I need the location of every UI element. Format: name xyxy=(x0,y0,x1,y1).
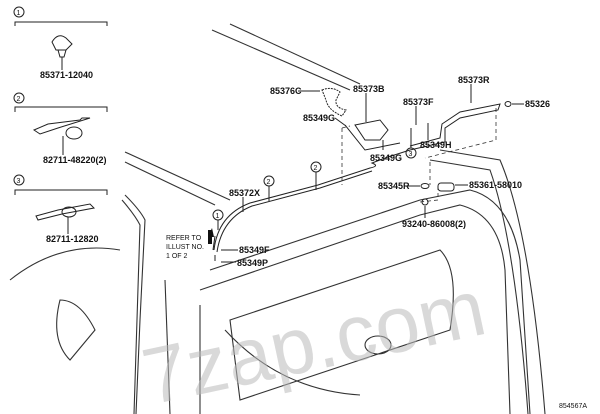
clip-icon xyxy=(51,35,73,58)
callout-85345R: 85345R xyxy=(378,181,410,191)
legend-part-2: 82711-48220(2) xyxy=(43,155,107,165)
legend-item-1: 1 85371-12040 xyxy=(13,6,108,80)
callout-85349P: 85349P xyxy=(237,258,268,268)
callout-85349F: 85349F xyxy=(239,245,270,255)
callout-85349G: 85349G xyxy=(370,153,402,163)
legend-index-3: 3 xyxy=(17,178,21,185)
marker-number: 2 xyxy=(314,165,318,172)
refer-note-line: 1 OF 2 xyxy=(166,253,188,260)
refer-note-line: REFER TO xyxy=(166,235,202,242)
legend-part-3: 82711-12820 xyxy=(46,234,99,244)
legend-index-1: 1 xyxy=(17,10,21,17)
watermark: 7zap.com xyxy=(135,262,493,414)
callout-85373F: 85373F xyxy=(403,97,434,107)
refer-note: REFER TO ILLUST NO. 1 OF 2 xyxy=(166,235,204,260)
vehicle-body-outline xyxy=(9,23,546,414)
callout-85361-58010: 85361-58010 xyxy=(469,180,522,190)
legend-item-3: 3 82711-12820 xyxy=(13,174,108,244)
clip-marker: 1 xyxy=(212,209,224,230)
leader-lines xyxy=(221,84,524,263)
legend-index-2: 2 xyxy=(17,96,21,103)
clip-with-bracket-icon xyxy=(32,117,91,140)
legend-part-1: 85371-12040 xyxy=(40,70,93,80)
callout-85349G: 85349G xyxy=(303,113,335,123)
callout-85326: 85326 xyxy=(525,99,550,109)
callout-85373R: 85373R xyxy=(458,75,490,85)
clip-with-bracket-icon xyxy=(35,203,96,221)
refer-note-line: ILLUST NO. xyxy=(166,244,204,251)
callout-93240-86008: 93240-86008(2) xyxy=(402,219,466,229)
diagram-id: 854567A xyxy=(559,403,587,410)
marker-number: 2 xyxy=(267,179,271,186)
clip-marker: 2 xyxy=(263,175,275,201)
legend-item-2: 2 82711-48220(2) xyxy=(13,92,108,165)
callout-85349H: 85349H xyxy=(420,140,452,150)
clip-marker: 3 xyxy=(405,128,417,159)
marker-number: 1 xyxy=(216,213,220,220)
callout-85376C: 85376C xyxy=(270,86,302,96)
clip-marker: 2 xyxy=(310,161,322,190)
marker-number: 3 xyxy=(409,151,413,158)
washer-hose xyxy=(208,87,512,261)
callout-85373B: 85373B xyxy=(353,84,385,94)
callout-85372X: 85372X xyxy=(229,188,260,198)
